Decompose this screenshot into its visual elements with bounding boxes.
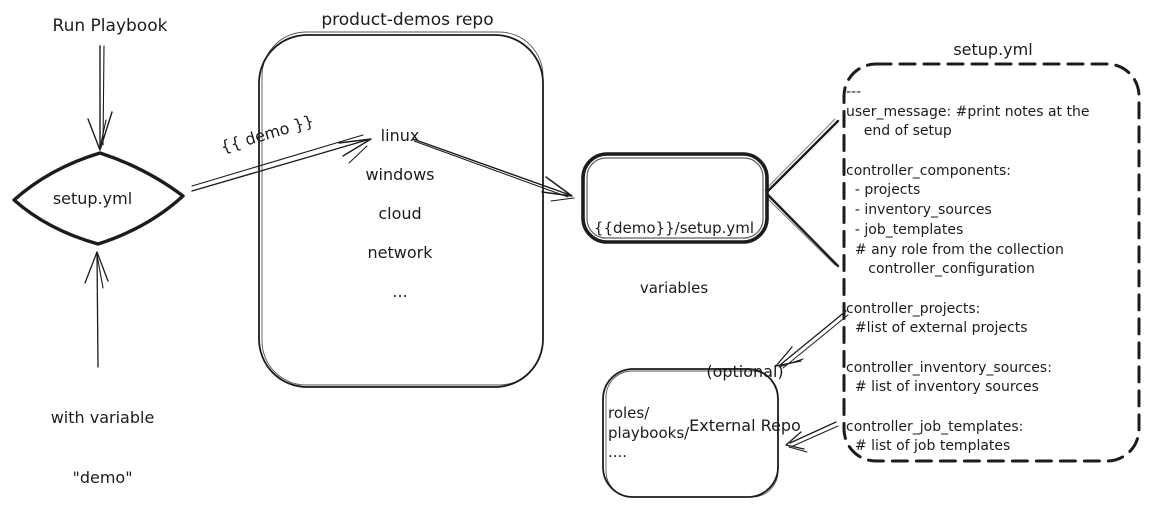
- yaml-line: controller_components:: [846, 162, 1011, 179]
- with-variable-label: with variable "demo": [35, 368, 170, 505]
- yaml-line: controller_job_templates:: [846, 418, 1024, 435]
- repo-box: [258, 31, 544, 388]
- variables-box-line1: {{demo}}/setup.yml: [593, 219, 755, 237]
- yaml-line: [846, 398, 1138, 418]
- yaml-line: user_message: #print notes at the: [846, 103, 1090, 120]
- repo-item: linux: [380, 126, 420, 145]
- yaml-line: # list of job templates: [846, 438, 1011, 455]
- variables-box-label: {{demo}}/setup.yml variables: [588, 178, 760, 338]
- setupyml-content: --- user_message: #print notes at the end…: [846, 83, 1138, 457]
- yaml-line: # any role from the collection: [846, 241, 1064, 258]
- external-repo-content: roles/playbooks/....: [608, 404, 768, 463]
- yaml-line: end of setup: [846, 123, 952, 140]
- external-repo-title-line1: (optional): [706, 362, 784, 381]
- yaml-line: controller_inventory_sources:: [846, 359, 1052, 376]
- with-variable-line1: with variable: [50, 408, 155, 427]
- yaml-line: [846, 339, 1138, 359]
- repo-items-list: linux windows cloud network...: [335, 126, 465, 301]
- variables-to-setupyml-connectors: [764, 118, 840, 268]
- repo-item: ...: [392, 282, 408, 301]
- repo-item: cloud: [378, 204, 422, 223]
- yaml-line: #list of external projects: [846, 320, 1028, 337]
- yaml-line: controller_projects:: [846, 300, 981, 317]
- repo-item: network: [367, 243, 433, 262]
- external-repo-box: [602, 368, 779, 498]
- repo-title: product-demos repo: [321, 10, 494, 30]
- projects-to-external-arrow: [775, 310, 849, 369]
- run-playbook-label: Run Playbook: [52, 16, 168, 36]
- external-repo-line: ....: [608, 443, 628, 461]
- yaml-line: - inventory_sources: [846, 202, 992, 219]
- yaml-line: controller_configuration: [846, 261, 1035, 278]
- variables-box-line2: variables: [639, 279, 709, 297]
- yaml-line: - job_templates: [846, 221, 964, 238]
- yaml-line: [846, 142, 1138, 162]
- yaml-line: # list of inventory sources: [846, 379, 1039, 396]
- diamond-shape: [12, 151, 185, 246]
- with-variable-arrow: [84, 251, 109, 368]
- setupyml-dashed-box: [842, 62, 1141, 463]
- with-variable-line2: "demo": [72, 468, 133, 487]
- demo-arrow: [191, 134, 372, 192]
- yaml-line: ---: [846, 84, 862, 100]
- jobtemplates-to-external-arrow: [785, 421, 839, 453]
- repo-item: windows: [365, 165, 435, 184]
- external-repo-title: (optional) External Repo: [665, 327, 825, 471]
- linux-to-variables-arrow: [412, 138, 575, 202]
- run-playbook-arrow: [87, 45, 113, 151]
- diamond-setupyml-label: setup.yml: [52, 189, 133, 208]
- setupyml-title: setup.yml: [953, 40, 1033, 59]
- external-repo-line: roles/: [608, 404, 650, 422]
- external-repo-title-line2: External Repo: [689, 416, 801, 435]
- yaml-line: [846, 280, 1138, 300]
- yaml-line: - projects: [846, 182, 921, 199]
- external-repo-line: playbooks/: [608, 423, 690, 442]
